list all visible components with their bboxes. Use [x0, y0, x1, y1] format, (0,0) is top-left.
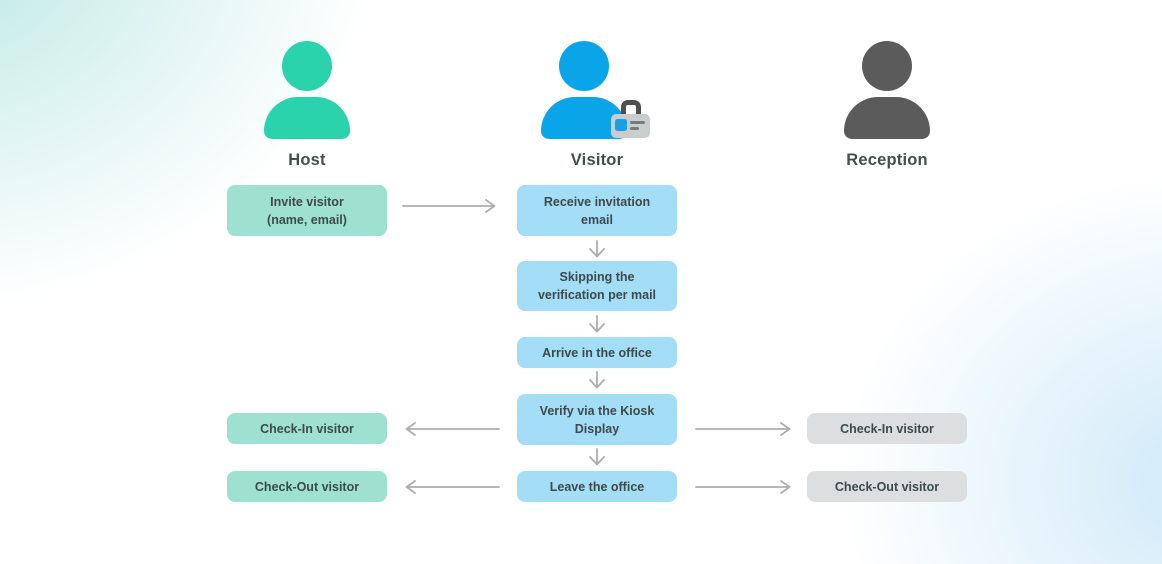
arrow-down-skip-to-arrive	[588, 315, 606, 334]
lane-label-host: Host	[288, 151, 326, 169]
node-receive-invitation-email: Receive invitation email	[517, 185, 677, 236]
arrow-left-leave-to-host-checkout	[404, 479, 500, 495]
id-badge-text-line	[630, 121, 645, 124]
arrow-down-arrive-to-verify	[588, 371, 606, 390]
arrow-right-invite-to-receive	[402, 198, 496, 214]
arrow-down-receive-to-skip	[588, 240, 606, 259]
host-person-icon	[264, 41, 350, 139]
node-host-check-out-visitor: Check-Out visitor	[227, 471, 387, 502]
lane-label-visitor: Visitor	[570, 151, 624, 169]
node-reception-check-in-visitor: Check-In visitor	[807, 413, 967, 444]
arrow-left-verify-to-host-checkin	[404, 421, 500, 437]
node-invite-visitor: Invite visitor (name, email)	[227, 185, 387, 236]
reception-person-head	[862, 41, 912, 91]
host-person-body	[264, 97, 350, 139]
lane-label-reception: Reception	[846, 151, 928, 169]
id-badge-text-line	[630, 127, 639, 130]
id-badge-photo	[615, 119, 627, 131]
node-arrive-in-office: Arrive in the office	[517, 337, 677, 368]
reception-person-body	[844, 97, 930, 139]
node-verify-kiosk-display: Verify via the Kiosk Display	[517, 394, 677, 445]
reception-person-icon	[844, 41, 930, 139]
id-badge-icon	[611, 114, 650, 138]
node-reception-check-out-visitor: Check-Out visitor	[807, 471, 967, 502]
visitor-person-head	[559, 41, 609, 91]
host-person-head	[282, 41, 332, 91]
node-skipping-verification: Skipping the verification per mail	[517, 261, 677, 311]
node-host-check-in-visitor: Check-In visitor	[227, 413, 387, 444]
node-leave-the-office: Leave the office	[517, 471, 677, 502]
arrow-down-verify-to-leave	[588, 448, 606, 467]
arrow-right-leave-to-reception-checkout	[695, 479, 791, 495]
arrow-right-verify-to-reception-checkin	[695, 421, 791, 437]
